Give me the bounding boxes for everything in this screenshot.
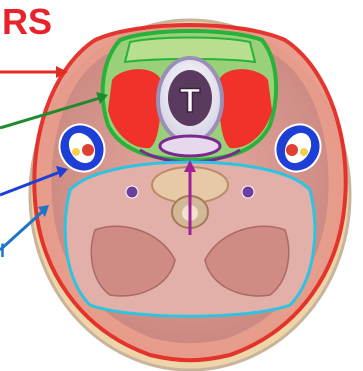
- investing-layer-arrow: [0, 66, 68, 78]
- vertebral-artery-left: [126, 186, 138, 198]
- esophagus: [160, 136, 220, 156]
- title-fragment: RS: [2, 1, 52, 42]
- vertebral-artery-right: [242, 186, 254, 198]
- trachea-label: T: [180, 82, 201, 120]
- edge-glyph: l: [0, 241, 5, 261]
